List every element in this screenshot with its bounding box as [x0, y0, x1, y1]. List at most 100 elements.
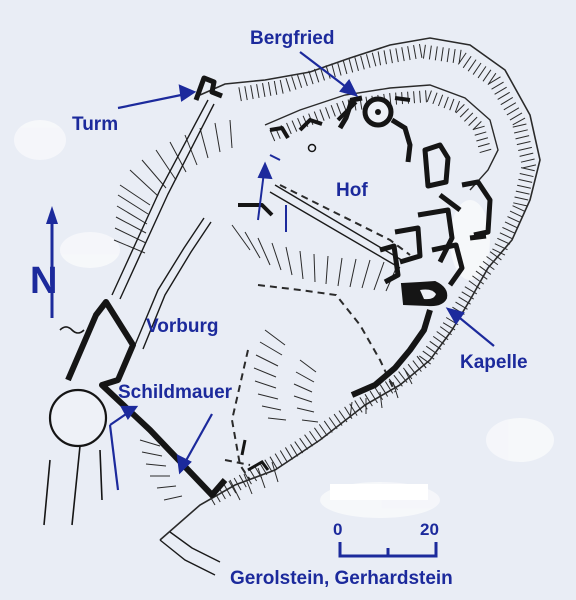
- hachure-tick: [304, 434, 314, 447]
- hachure-tick: [379, 384, 389, 397]
- label-schildmauer: Schildmauer: [118, 382, 233, 403]
- hachure-tick: [223, 483, 232, 497]
- hachure-tick: [374, 387, 383, 401]
- hachure-tick: [454, 100, 461, 113]
- scale-end: 20: [420, 520, 439, 539]
- hachure-tick: [360, 55, 365, 70]
- hachure-tick: [299, 437, 309, 450]
- hachure-tick: [330, 105, 336, 117]
- round-tower: [43, 388, 108, 526]
- hachure-tick: [318, 424, 328, 437]
- hachure-tick: [482, 69, 492, 82]
- hachure-tick: [422, 350, 435, 360]
- kapelle-arrowhead: [445, 307, 465, 326]
- hachure-tick: [516, 140, 531, 146]
- south-gate: [240, 439, 270, 472]
- hachure-tick: [500, 97, 514, 106]
- hachure-tick: [419, 90, 421, 103]
- hachure-tick: [519, 152, 534, 157]
- hachure-tick: [383, 50, 387, 65]
- hachure-tick: [398, 371, 408, 383]
- hachure-tick: [497, 91, 510, 100]
- hachure-tick: [455, 104, 465, 114]
- hachure-tick: [512, 123, 527, 128]
- east-curtain-hachures: [349, 355, 427, 419]
- hachure-tick: [479, 265, 492, 275]
- kapelle-pointer: [454, 313, 495, 347]
- hachure-tick: [323, 420, 333, 433]
- hachure-tick: [267, 81, 272, 96]
- schildmauer-pointer: [182, 413, 213, 467]
- hachure-tick: [476, 137, 489, 142]
- hachure-tick: [459, 108, 469, 118]
- hachure-tick: [488, 76, 501, 85]
- hachure-tick: [402, 367, 413, 380]
- hachure-tick: [512, 205, 526, 213]
- hachure-tick: [482, 260, 495, 271]
- hachure-tick: [342, 60, 348, 75]
- hachure-tick: [503, 102, 517, 111]
- hachure-tick: [515, 190, 530, 195]
- hachure-tick: [313, 427, 323, 440]
- turm-arrowhead: [178, 84, 197, 102]
- hachure-tick: [425, 90, 427, 103]
- hachure-tick: [432, 92, 438, 105]
- north-arrow: [46, 206, 58, 318]
- label-turm: Turm: [72, 114, 119, 135]
- hachure-tick: [477, 142, 490, 148]
- schildmauer-wall: [65, 299, 228, 498]
- turm-pointer: [117, 92, 187, 110]
- hachure-tick: [284, 447, 294, 460]
- path-arrows: [257, 154, 287, 232]
- hachure-tick: [443, 96, 449, 109]
- hachure-tick: [509, 112, 523, 121]
- annotation-arrows: [108, 51, 495, 491]
- hachure-tick: [455, 301, 468, 310]
- hachure-tick: [264, 459, 273, 473]
- hachure-tick: [468, 116, 478, 126]
- hachure-tick: [369, 390, 378, 404]
- hachure-tick: [407, 363, 418, 376]
- hachure-tick: [418, 44, 423, 58]
- hachure-tick: [518, 146, 532, 152]
- hachure-tick: [522, 164, 537, 169]
- hachure-tick: [464, 286, 478, 295]
- wavy-mark: [59, 326, 85, 334]
- hachure-tick: [518, 178, 533, 183]
- bergfried-structure: [337, 95, 413, 163]
- hachure-tick: [228, 480, 237, 494]
- hachure-tick: [519, 173, 534, 178]
- hachure-tick: [291, 76, 297, 90]
- hachure-tick: [279, 450, 288, 463]
- hachure-tick: [477, 66, 487, 79]
- hachure-tick: [269, 456, 278, 469]
- hachure-tick: [377, 51, 382, 66]
- hachure-tick: [479, 148, 492, 154]
- hachure-tick: [486, 256, 499, 266]
- bergfried-pointer: [299, 51, 351, 91]
- hachure-tick: [438, 94, 444, 107]
- hachure-tick: [294, 441, 304, 454]
- inner-contour: [264, 84, 499, 191]
- hachure-tick: [464, 112, 474, 122]
- hachure-tick: [475, 270, 488, 280]
- hachure-tick: [436, 331, 449, 341]
- hachure-tick: [512, 117, 526, 126]
- hachure-tick: [426, 90, 432, 102]
- hachure-tick: [499, 232, 513, 240]
- hachure-tick: [412, 360, 422, 372]
- hachure-tick: [279, 79, 284, 94]
- hachure-tick: [439, 326, 452, 336]
- label-hof: Hof: [336, 180, 368, 201]
- kapelle-apse: [420, 289, 436, 300]
- hachure-tick: [256, 84, 260, 99]
- hachure-tick: [513, 202, 528, 207]
- hachure-tick: [354, 57, 359, 72]
- hachure-tick: [250, 85, 254, 100]
- dashed-structures: [224, 184, 411, 481]
- hachure-tick: [333, 413, 343, 426]
- hachure-tick: [429, 340, 442, 350]
- hachure-tick: [336, 61, 342, 76]
- hachure-tick: [286, 122, 292, 135]
